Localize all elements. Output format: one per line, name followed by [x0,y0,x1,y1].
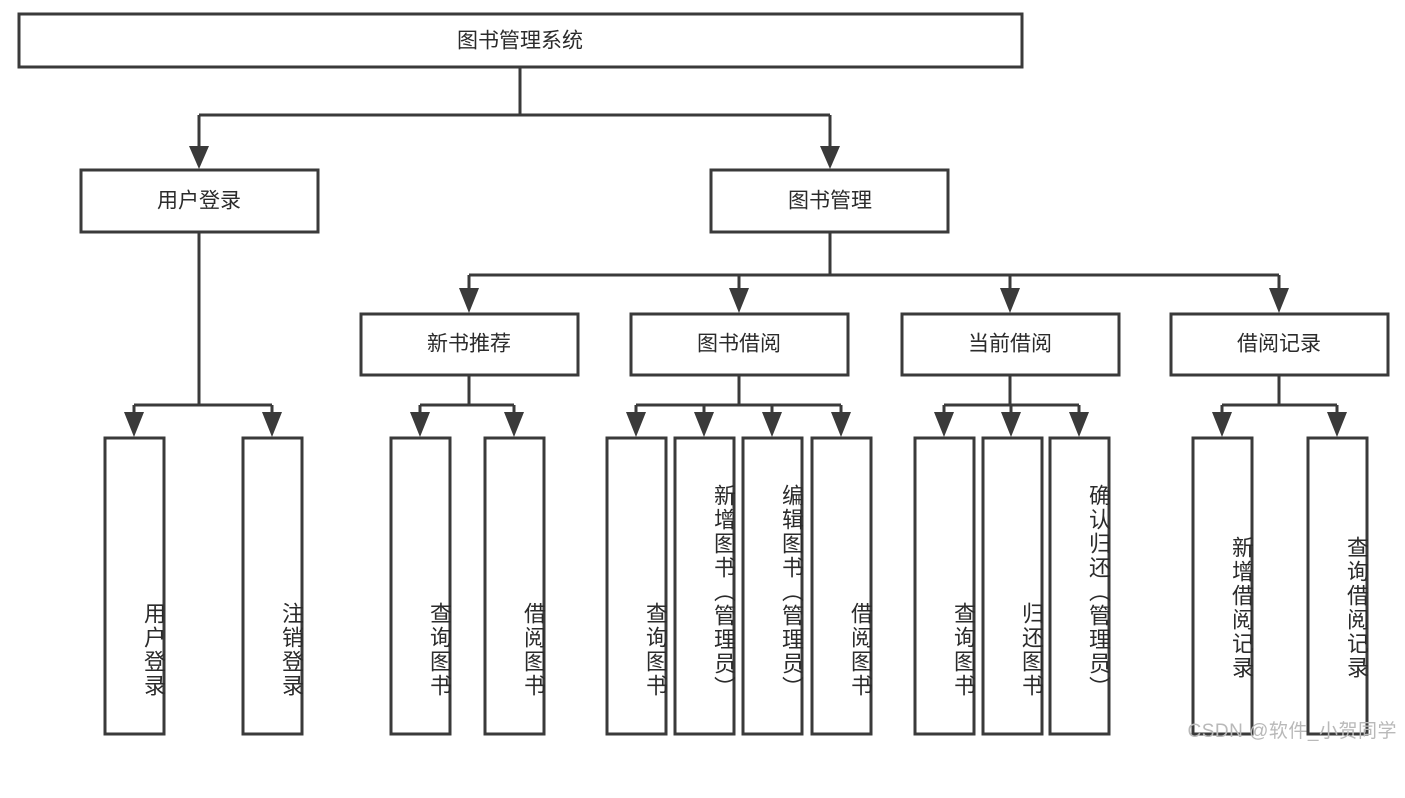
leaf-box-logout[interactable] [241,436,304,736]
leaf-box-borrow-book-bb[interactable] [810,436,873,736]
leaf-box-query-book-bb[interactable] [605,436,668,736]
node-user-login[interactable] [79,168,320,234]
arrow-to-current-borrow [1000,288,1020,313]
node-user-login-label: 用户登录 [157,190,241,213]
node-new-book-recommend-label: 新书推荐 [427,333,511,356]
leaf-box-add-borrow-record[interactable] [1191,436,1254,736]
arrow-to-new-book-rec [459,288,479,313]
arrow-br-leaf1 [1212,412,1232,437]
node-current-borrow[interactable] [900,312,1121,377]
arrow-bb-leaf4 [831,412,851,437]
leaf-box-return-book[interactable] [981,436,1044,736]
leaf-box-user-login[interactable] [103,436,166,736]
node-book-borrow-label: 图书借阅 [697,333,781,356]
leaf-box-add-book-admin[interactable] [673,436,736,736]
node-root-label: 图书管理系统 [457,30,583,53]
node-current-borrow-label: 当前借阅 [968,333,1052,356]
arrow-bb-leaf1 [626,412,646,437]
leaf-box-query-book-nbr[interactable] [389,436,452,736]
arrow-to-book-manage [820,146,840,169]
node-borrow-record-label: 借阅记录 [1237,333,1321,356]
leaf-box-confirm-return-admin[interactable] [1048,436,1111,736]
leaf-box-query-borrow-record[interactable] [1306,436,1369,736]
leaf-box-edit-book-admin[interactable] [741,436,804,736]
csdn-watermark: CSDN @软件_小贺同学 [1187,721,1397,742]
system-structure-diagram: 图书管理系统 用户登录 图书管理 新书推荐 图书借阅 当前借阅 借阅记录 [17,12,1390,736]
arrow-to-user-login [189,146,209,169]
node-layer: 图书管理系统 用户登录 图书管理 新书推荐 图书借阅 当前借阅 借阅记录 [17,12,1390,736]
arrow-nbr-leaf2 [504,412,524,437]
arrow-to-book-borrow [729,288,749,313]
arrow-cb-leaf2 [1001,412,1021,437]
arrow-nbr-leaf1 [410,412,430,437]
arrow-leaf-logout [262,412,282,437]
arrow-bb-leaf3 [762,412,782,437]
leaf-box-borrow-book-nbr[interactable] [483,436,546,736]
node-new-book-recommend[interactable] [359,312,580,377]
arrow-cb-leaf3 [1069,412,1089,437]
arrow-br-leaf2 [1327,412,1347,437]
connector-layer [124,67,1347,437]
arrow-leaf-user-login [124,412,144,437]
arrow-to-borrow-record [1269,288,1289,313]
arrow-bb-leaf2 [694,412,714,437]
node-book-manage-label: 图书管理 [788,190,872,213]
leaf-box-query-book-cb[interactable] [913,436,976,736]
node-root[interactable] [17,12,1024,69]
node-borrow-record[interactable] [1169,312,1390,377]
node-book-borrow[interactable] [629,312,850,377]
node-book-manage[interactable] [709,168,950,234]
arrow-cb-leaf1 [934,412,954,437]
